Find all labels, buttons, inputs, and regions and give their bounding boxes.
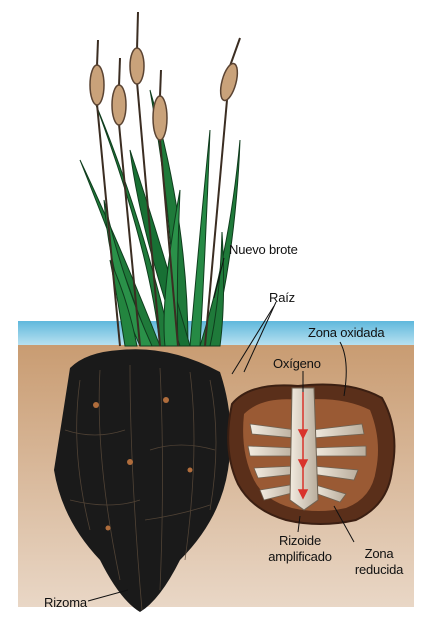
label-zona-oxidada: Zona oxidada [308, 325, 384, 340]
cattail-heads [90, 48, 241, 140]
label-oxigeno: Oxígeno [273, 356, 321, 371]
amplified-rhizoid-inset [228, 385, 394, 525]
label-nuevo-brote: Nuevo brote [229, 242, 298, 257]
label-rizoide: Rizoide [262, 533, 338, 548]
label-amplificado: amplificado [262, 549, 338, 564]
label-zona: Zona [348, 546, 410, 561]
label-reducida: reducida [348, 562, 410, 577]
label-raiz: Raíz [269, 290, 295, 305]
label-rizoma: Rizoma [44, 595, 87, 610]
